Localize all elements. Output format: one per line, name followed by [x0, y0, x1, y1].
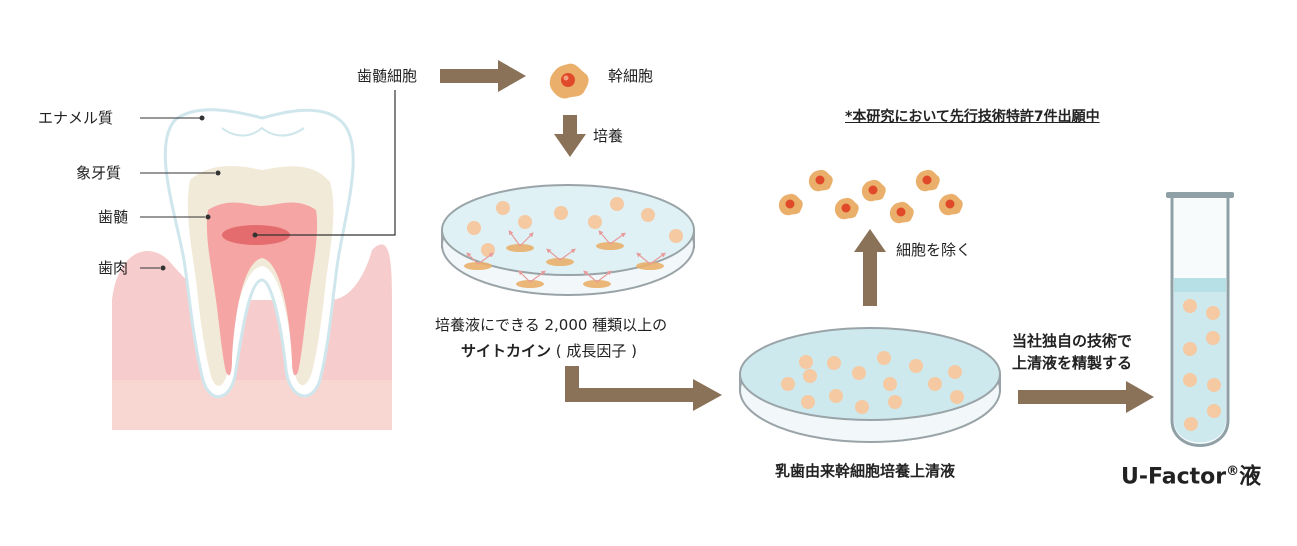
product-name: U-Factor®液 [1121, 458, 1261, 491]
label-purify-line2: 上清液を精製する [1012, 354, 1133, 372]
tooth-illustration [112, 90, 396, 430]
arrow-to-stem-cell [440, 60, 526, 92]
stem-cell-icon [549, 63, 589, 99]
arrow-up-remove-cells [854, 229, 886, 306]
label-pulp: 歯髄 [98, 208, 129, 226]
product-name-text: U-Factor [1121, 464, 1227, 490]
label-cytokine-line1: 培養液にできる 2,000 種類以上の [435, 316, 668, 334]
label-enamel: エナメル質 [38, 109, 114, 127]
arrow-to-supernatant [565, 366, 722, 411]
pulp-shape [206, 202, 318, 376]
label-stem-cell: 幹細胞 [608, 67, 654, 85]
petri-dish-culture [441, 184, 695, 296]
label-purify-line1: 当社独自の技術で [1012, 332, 1133, 350]
label-cytokine-line2: サイトカイン ( 成長因子 ) [461, 341, 637, 361]
patent-note: *本研究において先行技術特許7件出願中 [845, 109, 1100, 125]
label-supernatant: 乳歯由来幹細胞培養上清液 [775, 462, 956, 480]
registered-mark: ® [1226, 464, 1240, 479]
label-dentin: 象牙質 [76, 164, 122, 182]
test-tube [1166, 192, 1234, 447]
label-growth-factor: ( 成長因子 ) [555, 342, 638, 360]
product-suffix: 液 [1239, 464, 1262, 490]
label-remove-cells: 細胞を除く [896, 241, 972, 259]
label-pulp-cells: 歯髄細胞 [357, 67, 418, 85]
label-culture: 培養 [593, 127, 624, 145]
label-gum: 歯肉 [98, 259, 129, 277]
label-cytokine: サイトカイン [461, 342, 552, 360]
removed-cells [778, 169, 963, 224]
arrow-down-culture [554, 115, 586, 157]
arrow-to-product [1018, 381, 1154, 413]
petri-dish-supernatant [739, 327, 1001, 443]
